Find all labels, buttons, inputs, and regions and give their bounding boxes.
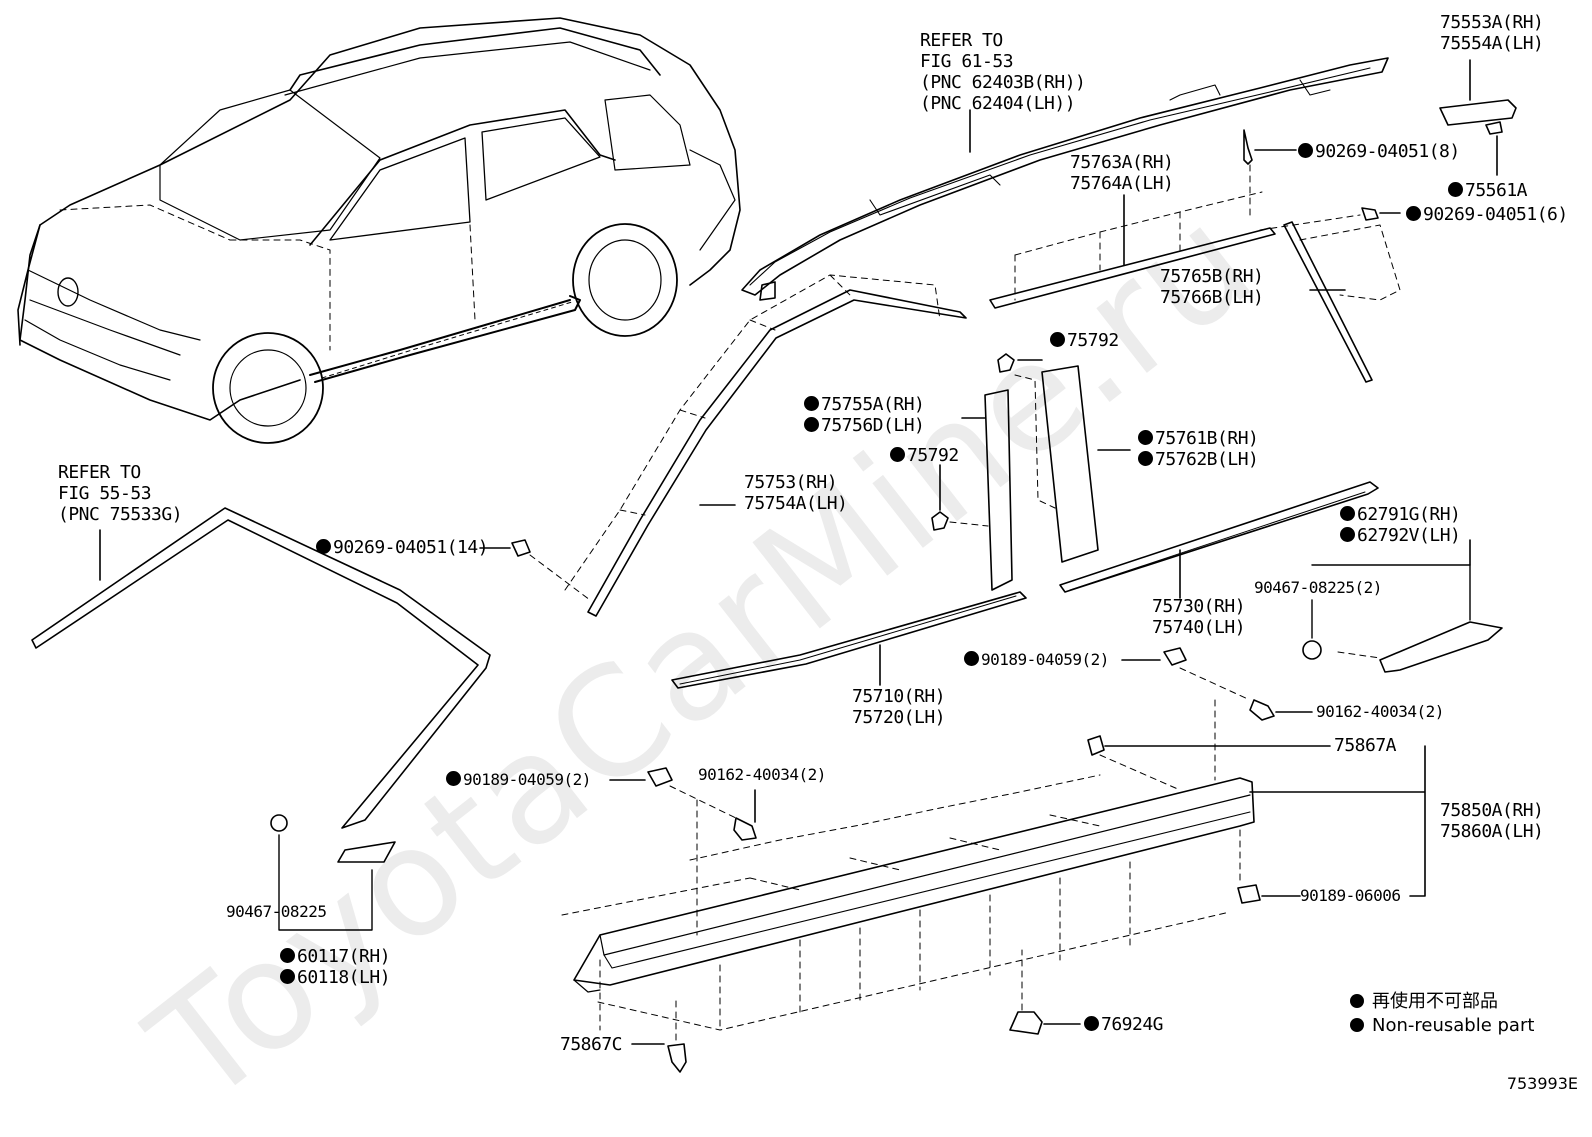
non-reusable-icon <box>1350 994 1364 1008</box>
part-label-75867A: 75867A <box>1334 735 1397 756</box>
non-reusable-icon <box>1448 182 1463 197</box>
refer-top-label: REFER TO FIG 61-53 (PNC 62403B(RH)) (PNC… <box>920 30 1086 114</box>
part-label-75761B: 75761B(RH) 75762B(LH) <box>1138 428 1259 470</box>
legend: 再使用不可部品 Non-reusable part <box>1350 990 1534 1038</box>
non-reusable-icon <box>1340 506 1355 521</box>
non-reusable-icon <box>1406 206 1421 221</box>
parts-diagram <box>17 17 1517 1073</box>
legend-en: Non-reusable part <box>1372 1015 1535 1036</box>
part-label-90189-2-lower: 90189-04059(2) <box>446 770 591 790</box>
part-label-90189-2-upper: 90189-04059(2) <box>964 650 1109 670</box>
non-reusable-icon <box>1084 1016 1099 1031</box>
non-reusable-icon <box>280 948 295 963</box>
part-label-75792-lower: 75792 <box>890 445 959 466</box>
part-label-90467: 90467-08225 <box>226 902 327 921</box>
non-reusable-icon <box>280 969 295 984</box>
part-label-75553A: 75553A(RH) 75554A(LH) <box>1440 12 1544 54</box>
part-label-75730: 75730(RH) 75740(LH) <box>1152 596 1246 638</box>
non-reusable-icon <box>316 539 331 554</box>
part-label-90189-06006: 90189-06006 <box>1300 886 1401 905</box>
non-reusable-icon <box>1050 332 1065 347</box>
legend-jp: 再使用不可部品 <box>1372 991 1498 1012</box>
non-reusable-icon <box>1138 451 1153 466</box>
part-label-75561A: 75561A <box>1448 180 1528 201</box>
non-reusable-icon <box>804 417 819 432</box>
part-label-75792-upper: 75792 <box>1050 330 1119 351</box>
non-reusable-icon <box>964 651 979 666</box>
non-reusable-icon <box>1138 430 1153 445</box>
non-reusable-icon <box>446 771 461 786</box>
part-label-90162-2-lower: 90162-40034(2) <box>698 765 826 784</box>
part-label-75753: 75753(RH) 75754A(LH) <box>744 472 848 514</box>
part-label-60117: 60117(RH) 60118(LH) <box>280 946 391 988</box>
part-label-75850A: 75850A(RH) 75860A(LH) <box>1440 800 1544 842</box>
part-label-75710: 75710(RH) 75720(LH) <box>852 686 946 728</box>
figure-number: 753993E <box>1506 1074 1578 1093</box>
non-reusable-icon <box>804 396 819 411</box>
part-label-90269-6: 90269-04051(6) <box>1406 204 1568 225</box>
part-label-76924G: 76924G <box>1084 1014 1164 1035</box>
part-label-75765B: 75765B(RH) 75766B(LH) <box>1160 266 1264 308</box>
non-reusable-icon <box>890 447 905 462</box>
part-label-62791G: 62791G(RH) 62792V(LH) <box>1340 504 1461 546</box>
part-label-90467-2: 90467-08225(2) <box>1254 578 1382 597</box>
part-label-90269-14: 90269-04051(14) <box>316 537 489 558</box>
part-label-75867C: 75867C <box>560 1034 623 1055</box>
non-reusable-icon <box>1350 1018 1364 1032</box>
vehicle-illustration <box>17 17 741 444</box>
non-reusable-icon <box>1298 143 1313 158</box>
refer-left-label: REFER TO FIG 55-53 (PNC 75533G) <box>58 462 183 525</box>
part-label-90162-2-upper: 90162-40034(2) <box>1316 702 1444 721</box>
roof-rail-part <box>741 57 1389 301</box>
part-label-75763A: 75763A(RH) 75764A(LH) <box>1070 152 1174 194</box>
part-label-90269-8: 90269-04051(8) <box>1298 141 1460 162</box>
non-reusable-icon <box>1340 527 1355 542</box>
part-label-75755A: 75755A(RH) 75756D(LH) <box>804 394 925 436</box>
rocker-panel-part <box>561 774 1255 1031</box>
